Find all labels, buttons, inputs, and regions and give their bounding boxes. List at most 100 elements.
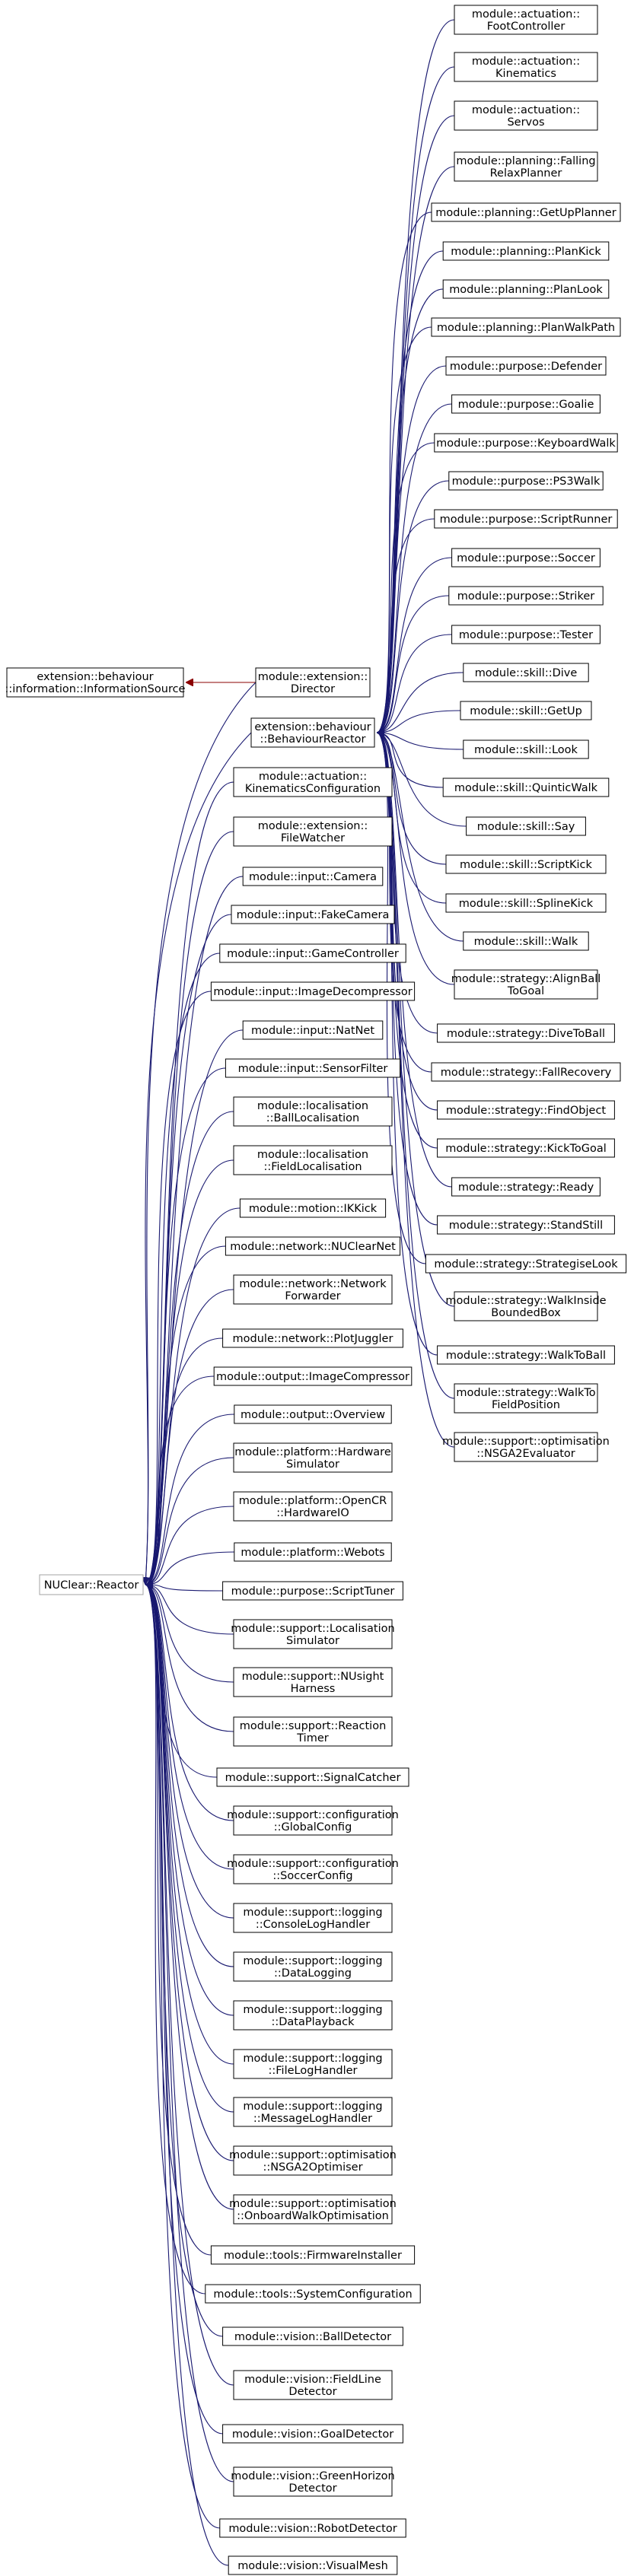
node-label: ::GlobalConfig — [274, 1821, 352, 1833]
class-node-module-input-gamecontroller[interactable]: module::input::GameController — [219, 943, 406, 963]
class-node-module-skill-getup[interactable]: module::skill::GetUp — [460, 701, 592, 720]
node-box — [233, 1903, 393, 1933]
class-node-module-planning-getupplanner[interactable]: module::planning::GetUpPlanner — [431, 202, 621, 222]
class-node-module-support-logging-dataplayback[interactable]: module::support::logging::DataPlayback — [233, 2000, 393, 2031]
class-node-module-skill-dive[interactable]: module::skill::Dive — [463, 663, 589, 682]
class-node-module-purpose-goalie[interactable]: module::purpose::Goalie — [451, 394, 601, 414]
class-node-module-strategy-ready[interactable]: module::strategy::Ready — [451, 1177, 601, 1197]
node-label: module::skill::Walk — [474, 936, 578, 948]
class-node-module-tools-systemconfiguration[interactable]: module::tools::SystemConfiguration — [205, 2284, 421, 2304]
class-node-module-platform-webots[interactable]: module::platform::Webots — [234, 1542, 392, 1562]
class-node-module-support-logging-messageloghandler[interactable]: module::support::logging::MessageLogHand… — [233, 2097, 393, 2127]
class-node-module-purpose-defender[interactable]: module::purpose::Defender — [445, 356, 607, 376]
class-node-module-input-imagedecompressor[interactable]: module::input::ImageDecompressor — [210, 981, 416, 1001]
class-node-module-platform-opencr-hardwareio[interactable]: module::platform::OpenCR::HardwareIO — [233, 1491, 393, 1522]
class-node-module-support-optimisation-nsga2optimiser[interactable]: module::support::optimisation::NSGA2Opti… — [229, 2145, 397, 2176]
class-node-module-strategy-strategiselook[interactable]: module::strategy::StrategiseLook — [425, 1254, 627, 1274]
class-node-module-planning-plankick[interactable]: module::planning::PlanKick — [442, 241, 610, 261]
class-node-module-output-imagecompressor[interactable]: module::output::ImageCompressor — [213, 1366, 413, 1386]
class-node-module-actuation-kinematics[interactable]: module::actuation::Kinematics — [454, 52, 598, 82]
class-node-module-actuation-footcontroller[interactable]: module::actuation::FootController — [454, 5, 598, 35]
class-node-module-purpose-striker[interactable]: module::purpose::Striker — [448, 586, 604, 606]
class-node-module-actuation-kinematicsconfiguration[interactable]: module::actuation::KinematicsConfigurati… — [233, 767, 393, 797]
node-box — [233, 1951, 393, 1982]
class-node-module-purpose-keyboardwalk[interactable]: module::purpose::KeyboardWalk — [434, 433, 618, 453]
class-node-module-skill-splinekick[interactable]: module::skill::SplineKick — [445, 893, 607, 913]
class-node-module-support-optimisation-nsga2evaluator[interactable]: module::support::optimisation::NSGA2Eval… — [442, 1432, 610, 1462]
class-node-module-support-logging-consoleloghandler[interactable]: module::support::logging::ConsoleLogHand… — [233, 1903, 393, 1933]
class-node-extension-behaviour-behaviourreactor[interactable]: extension::behaviour::BehaviourReactor — [250, 717, 375, 748]
class-node-module-strategy-kicktogoal[interactable]: module::strategy::KickToGoal — [437, 1138, 615, 1158]
class-node-module-motion-ikkick[interactable]: module::motion::IKKick — [239, 1198, 387, 1218]
class-node-module-skill-scriptkick[interactable]: module::skill::ScriptKick — [445, 854, 607, 874]
node-label: module::skill::GetUp — [470, 705, 582, 717]
class-node-module-support-optimisation-onboardwalkoptimisation[interactable]: module::support::optimisation::OnboardWa… — [229, 2194, 397, 2225]
class-node-module-input-fakecamera[interactable]: module::input::FakeCamera — [231, 905, 395, 924]
node-label: module::actuation:: — [259, 771, 367, 783]
class-node-module-localisation-balllocalisation[interactable]: module::localisation::BallLocalisation — [233, 1096, 393, 1127]
node-label: module::purpose::Defender — [450, 361, 602, 373]
node-label: ::FileLogHandler — [268, 2065, 357, 2077]
node-box — [431, 317, 621, 337]
class-node-module-network-plotjuggler[interactable]: module::network::PlotJuggler — [222, 1328, 403, 1348]
class-node-module-vision-balldetector[interactable]: module::vision::BallDetector — [222, 2326, 403, 2346]
class-node-module-strategy-standstill[interactable]: module::strategy::StandStill — [437, 1215, 615, 1235]
node-box — [445, 854, 607, 874]
class-node-module-strategy-divetoball[interactable]: module::strategy::DiveToBall — [437, 1023, 615, 1043]
class-node-module-purpose-ps3walk[interactable]: module::purpose::PS3Walk — [448, 471, 604, 491]
node-label: module::strategy::WalkInside — [445, 1295, 606, 1307]
class-node-module-skill-say[interactable]: module::skill::Say — [466, 816, 586, 836]
class-node-module-vision-visualmesh[interactable]: module::vision::VisualMesh — [228, 2555, 398, 2575]
class-node-module-network-nuclearnet[interactable]: module::network::NUClearNet — [225, 1236, 401, 1256]
class-node-module-localisation-fieldlocalisation[interactable]: module::localisation::FieldLocalisation — [233, 1145, 393, 1175]
class-node-extension-behaviour-information-informationsource[interactable]: extension::behaviour::information::Infor… — [5, 667, 186, 698]
class-node-module-skill-quinticwalk[interactable]: module::skill::QuinticWalk — [442, 778, 610, 797]
class-node-module-support-signalcatcher[interactable]: module::support::SignalCatcher — [216, 1767, 409, 1787]
class-node-module-support-configuration-globalconfig[interactable]: module::support::configuration::GlobalCo… — [227, 1805, 399, 1836]
node-label: ::information::InformationSource — [5, 683, 186, 695]
class-node-module-strategy-findobject[interactable]: module::strategy::FindObject — [437, 1100, 615, 1120]
class-node-module-input-natnet[interactable]: module::input::NatNet — [242, 1020, 384, 1040]
class-node-module-extension-director[interactable]: module::extension::Director — [255, 667, 371, 698]
node-label: module::input::GameController — [227, 948, 399, 960]
class-node-module-vision-robotdetector[interactable]: module::vision::RobotDetector — [219, 2518, 406, 2538]
class-node-module-support-configuration-soccerconfig[interactable]: module::support::configuration::SoccerCo… — [227, 1854, 399, 1884]
node-box — [454, 969, 598, 1000]
class-node-nuclear-reactor[interactable]: NUClear::Reactor — [39, 1574, 144, 1595]
class-node-module-output-overview[interactable]: module::output::Overview — [234, 1404, 392, 1424]
class-node-module-skill-walk[interactable]: module::skill::Walk — [463, 931, 589, 951]
inheritance-edge — [145, 1067, 226, 1585]
class-node-module-skill-look[interactable]: module::skill::Look — [463, 739, 589, 759]
node-label: module::purpose::Soccer — [457, 552, 595, 564]
class-node-module-purpose-soccer[interactable]: module::purpose::Soccer — [451, 548, 601, 568]
class-node-module-support-logging-fileloghandler[interactable]: module::support::logging::FileLogHandler — [233, 2049, 393, 2079]
class-node-module-vision-goaldetector[interactable]: module::vision::GoalDetector — [222, 2424, 403, 2444]
class-node-module-actuation-servos[interactable]: module::actuation::Servos — [454, 100, 598, 131]
node-box — [222, 2326, 403, 2346]
class-node-module-extension-filewatcher[interactable]: module::extension::FileWatcher — [233, 816, 393, 847]
node-box — [434, 509, 618, 529]
class-node-module-strategy-fallrecovery[interactable]: module::strategy::FallRecovery — [431, 1062, 621, 1082]
class-node-module-planning-planlook[interactable]: module::planning::PlanLook — [442, 279, 610, 299]
class-node-module-input-camera[interactable]: module::input::Camera — [242, 867, 384, 886]
class-node-module-support-logging-datalogging[interactable]: module::support::logging::DataLogging — [233, 1951, 393, 1982]
class-node-module-input-sensorfilter[interactable]: module::input::SensorFilter — [225, 1058, 401, 1078]
class-node-module-purpose-tester[interactable]: module::purpose::Tester — [451, 625, 601, 644]
class-node-module-planning-planwalkpath[interactable]: module::planning::PlanWalkPath — [431, 317, 621, 337]
class-node-module-tools-firmwareinstaller[interactable]: module::tools::FirmwareInstaller — [210, 2245, 416, 2265]
node-box — [242, 1020, 384, 1040]
class-node-module-purpose-scripttuner[interactable]: module::purpose::ScriptTuner — [222, 1581, 403, 1601]
class-node-module-strategy-walktoball[interactable]: module::strategy::WalkToBall — [437, 1345, 615, 1365]
class-node-module-purpose-scriptrunner[interactable]: module::purpose::ScriptRunner — [434, 509, 618, 529]
